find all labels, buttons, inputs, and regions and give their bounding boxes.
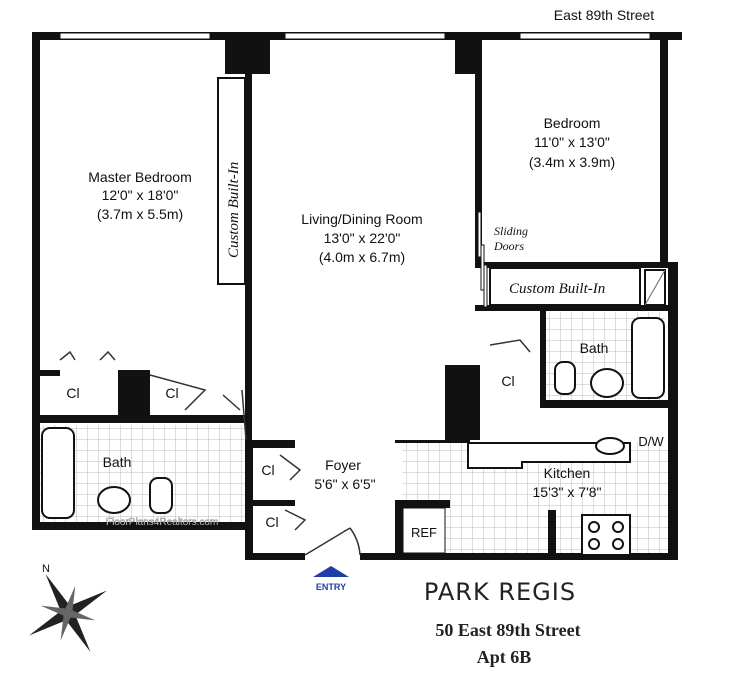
svg-text:13'0" x 22'0": 13'0" x 22'0"	[324, 230, 401, 246]
street-label: East 89th Street	[554, 7, 655, 23]
bedroom-builtin-label: Custom Built-In	[509, 281, 605, 297]
svg-text:Bedroom: Bedroom	[544, 115, 601, 131]
doors	[59, 339, 531, 556]
refrigerator	[402, 507, 446, 554]
room-kitchen: Kitchen 15'3" x 7'8"	[533, 465, 602, 500]
svg-text:Master Bedroom: Master Bedroom	[88, 169, 191, 185]
svg-text:15'3" x 7'8": 15'3" x 7'8"	[533, 484, 602, 500]
sliding-doors-label-2: Doors	[493, 239, 524, 253]
room-second-bath: Bath	[580, 340, 609, 356]
svg-text:Cl: Cl	[261, 462, 274, 478]
entry-marker: ENTRY	[313, 566, 349, 592]
room-bedroom: Bedroom 11'0" x 13'0" (3.4m x 3.9m)	[529, 115, 615, 170]
building-name: PARK REGIS	[424, 578, 576, 606]
room-foyer: Foyer 5'6" x 6'5"	[314, 457, 375, 492]
svg-text:Kitchen: Kitchen	[544, 465, 591, 481]
dishwasher-label: D/W	[638, 434, 664, 449]
entry-arrow-icon	[313, 566, 349, 577]
svg-text:(3.4m x 3.9m): (3.4m x 3.9m)	[529, 154, 615, 170]
master-builtin-label: Custom Built-In	[226, 162, 242, 258]
watermark: FloorPlans4Realtors.com	[106, 517, 218, 528]
kitchen-counter	[467, 442, 631, 469]
sliding-doors-label-1: Sliding	[494, 224, 528, 238]
svg-text:12'0" x 18'0": 12'0" x 18'0"	[102, 187, 179, 203]
bedroom-builtin	[489, 267, 641, 306]
svg-text:ENTRY: ENTRY	[316, 582, 346, 592]
svg-text:Cl: Cl	[66, 385, 79, 401]
second-sink	[590, 368, 624, 398]
master-builtin	[217, 77, 246, 285]
building-address: 50 East 89th Street	[435, 620, 580, 640]
svg-text:(4.0m x 6.7m): (4.0m x 6.7m)	[319, 249, 405, 265]
svg-text:Foyer: Foyer	[325, 457, 361, 473]
kitchen-sink	[595, 437, 625, 455]
svg-text:Cl: Cl	[501, 373, 514, 389]
master-sink	[97, 486, 131, 514]
compass-north-label: N	[42, 563, 50, 575]
room-living-dining: Living/Dining Room 13'0" x 22'0" (4.0m x…	[301, 211, 422, 265]
svg-text:Living/Dining Room: Living/Dining Room	[301, 211, 422, 227]
master-toilet	[149, 477, 173, 514]
svg-text:11'0" x 13'0": 11'0" x 13'0"	[534, 134, 610, 150]
refrigerator-label: REF	[411, 525, 437, 540]
stove	[581, 514, 631, 556]
svg-text:Cl: Cl	[165, 385, 178, 401]
svg-text:Cl: Cl	[265, 514, 278, 530]
second-toilet	[554, 361, 576, 395]
closet-labels: Cl Cl Cl Cl Cl	[66, 373, 514, 530]
svg-text:5'6" x 6'5": 5'6" x 6'5"	[314, 476, 375, 492]
master-bathtub	[41, 427, 75, 519]
windows	[59, 32, 651, 40]
apartment-unit: Apt 6B	[477, 647, 532, 667]
svg-text:(3.7m x 5.5m): (3.7m x 5.5m)	[97, 206, 183, 222]
compass-rose-icon	[29, 574, 107, 652]
second-bathtub	[631, 317, 665, 399]
room-master-bath: Bath	[103, 454, 132, 470]
sliding-doors	[477, 211, 488, 308]
room-master-bedroom: Master Bedroom 12'0" x 18'0" (3.7m x 5.5…	[88, 169, 191, 222]
